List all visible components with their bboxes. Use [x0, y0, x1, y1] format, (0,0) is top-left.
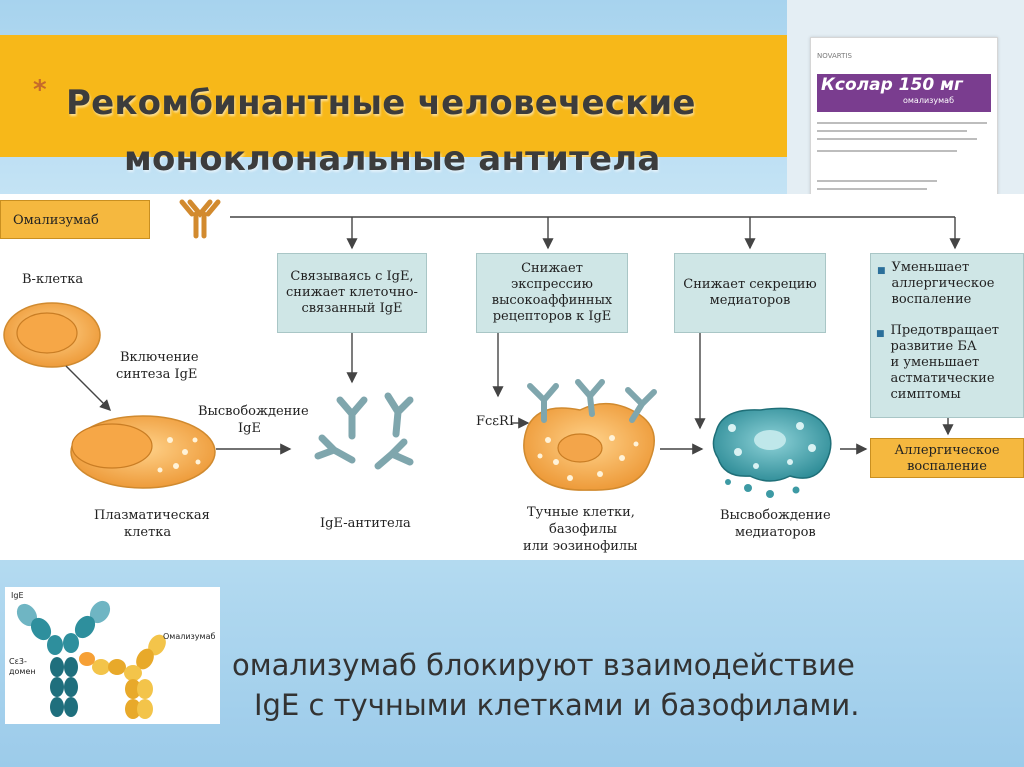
caption-line-1: омализумаб блокируют взаимодействие [232, 648, 855, 682]
package-inn: омализумаб [903, 96, 955, 105]
title-bullet: * [33, 75, 47, 105]
mast-label-3: или эозинофилы [523, 539, 638, 554]
caption-line-2: IgE с тучными клетками и базофилами. [254, 688, 860, 722]
synthesis-label-2: синтеза IgE [116, 367, 198, 382]
allergy-text: воспаление [907, 459, 987, 474]
effect-text: связанный IgE [301, 301, 403, 316]
outcome-text: астматические [890, 371, 995, 386]
effect-text: экспрессию [511, 277, 593, 292]
release-ige-label-1: Высвобождение [198, 404, 309, 419]
fceri-label: FcεRI [476, 414, 514, 429]
effect-box-reduce-receptors: Снижает экспрессию высокоаффинных рецепт… [476, 253, 628, 333]
effect-text: Снижает секрецию [683, 277, 817, 292]
mast-label-2: базофилы [549, 522, 617, 537]
effect-text: Связываясь с IgE, [290, 269, 414, 284]
ige-antibody-cluster [314, 392, 414, 470]
outcome-text: симптомы [890, 387, 961, 402]
ige-molecule [16, 600, 111, 717]
package-fineprint [817, 188, 927, 190]
mast-cell [523, 402, 655, 491]
allergic-inflammation-box: Аллергическое воспаление [870, 438, 1024, 478]
allergy-text: Аллергическое [894, 443, 1000, 458]
plasma-label-1: Плазматическая [94, 508, 210, 523]
mast-cell-receptors [527, 379, 657, 423]
plasma-label-2: клетка [124, 525, 172, 540]
outcome-text: аллергическое [891, 276, 995, 291]
mediator-release-cell [712, 407, 832, 498]
omalizumab-label: Омализумаб [0, 200, 150, 239]
outcomes-box-2: ■ Предотвращает развитие БА и уменьшает … [870, 317, 1024, 417]
package-fineprint [817, 130, 967, 132]
outcome-text: развитие БА [890, 339, 977, 354]
outcome-text: воспаление [891, 292, 972, 307]
package-fineprint [817, 150, 957, 152]
effect-text: медиаторов [709, 293, 791, 308]
ige-antibodies-label: IgE-антитела [320, 516, 411, 531]
effect-text: Снижает [521, 261, 583, 276]
b-cell-label: В-клетка [22, 272, 84, 287]
title-line-2: моноклональные антитела [124, 139, 661, 179]
omalizumab-antibody-icon [179, 199, 221, 239]
title-banner: * Рекомбинантные человеческие моноклонал… [0, 35, 787, 179]
inset-omalizumab-label: Омализумаб [163, 632, 216, 641]
mast-label-1: Тучные клетки, [527, 505, 635, 520]
outcome-text: Предотвращает [890, 323, 1000, 338]
package-band [817, 74, 991, 112]
binding-diagram [16, 600, 166, 719]
omalizumab-molecule [79, 634, 166, 719]
binding-inset: IgE Омализумаб Сε3- домен [5, 587, 220, 724]
outcomes-box: ■ Уменьшает аллергическое воспаление [870, 253, 1024, 418]
package-fineprint [817, 122, 987, 124]
release-ige-label-2: IgE [238, 421, 261, 436]
effect-box-reduce-mediators: Снижает секрецию медиаторов [674, 253, 826, 333]
package-fineprint [817, 138, 977, 140]
mediators-label-2: медиаторов [735, 525, 816, 540]
inset-domain-label-2: домен [9, 667, 36, 676]
package-brand: Ксолар 150 мг [821, 75, 963, 95]
mediators-label-1: Высвобождение [720, 508, 831, 523]
package-fineprint [817, 180, 937, 182]
plasma-cell [70, 415, 216, 489]
inset-ige-label: IgE [11, 591, 24, 600]
bullet-icon: ■ [876, 329, 885, 339]
effect-text: снижает клеточно- [286, 285, 418, 300]
effect-text: высокоаффинных [491, 293, 613, 308]
package-maker: NOVARTIS [817, 52, 852, 60]
b-cell [3, 302, 101, 368]
title-line-1: Рекомбинантные человеческие [66, 83, 696, 123]
bullet-icon: ■ [877, 266, 886, 276]
synthesis-label-1: Включение [120, 350, 199, 365]
inset-domain-label-1: Сε3- [9, 657, 27, 666]
effect-text: рецепторов к IgE [492, 309, 612, 324]
outcome-text: и уменьшает [890, 355, 980, 370]
outcome-text: Уменьшает [891, 260, 970, 275]
arrow-bcell-to-plasma [65, 365, 111, 411]
effect-box-bind-ige: Связываясь с IgE, снижает клеточно- связ… [277, 253, 427, 333]
drug-package-image: NOVARTIS Ксолар 150 мг омализумаб [787, 0, 1024, 200]
